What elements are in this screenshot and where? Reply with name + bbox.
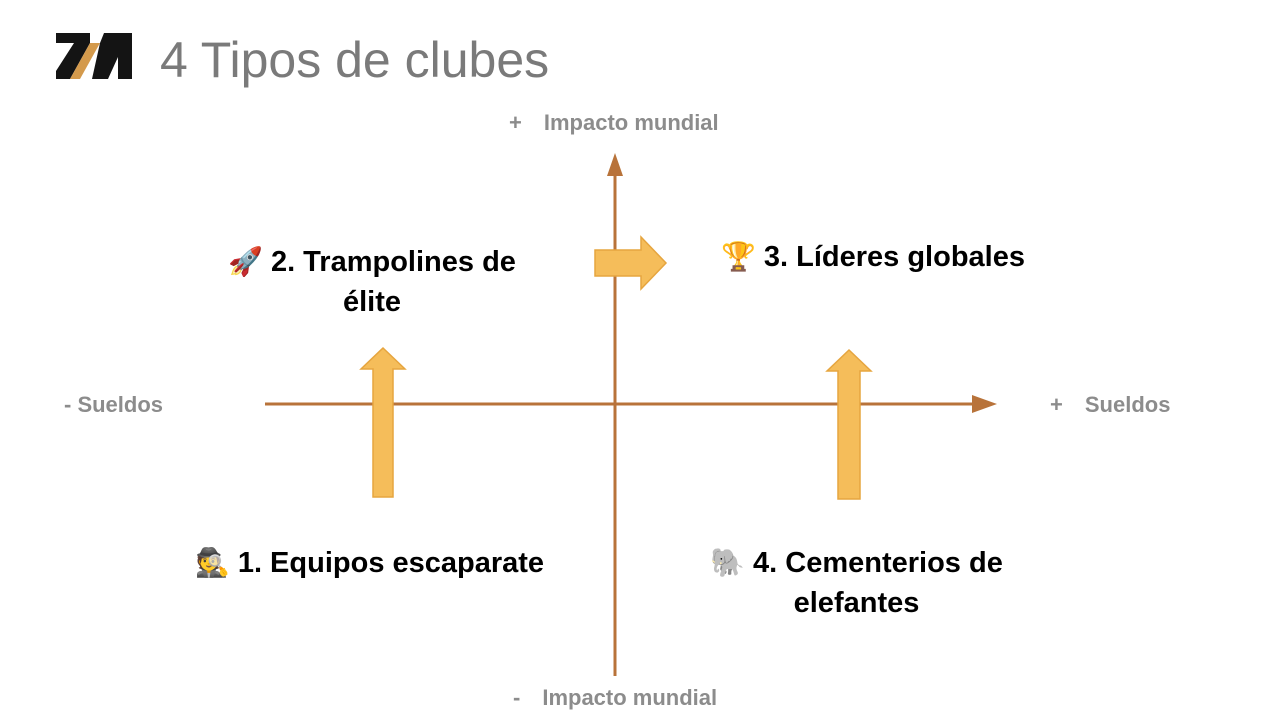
axis-sign-right: + — [1050, 392, 1063, 417]
axis-text-bottom: Impacto mundial — [542, 685, 718, 710]
axis-label-right: + Sueldos — [1050, 392, 1170, 418]
axis-label-top: + Impacto mundial — [509, 110, 719, 136]
axis-sign-top: + — [509, 110, 522, 135]
elephant-icon: 🐘 — [710, 547, 746, 578]
quadrant-lideres: 🏆3. Líderes globales — [718, 237, 1028, 277]
quadrant-trampolines: 🚀2. Trampolines de élite — [222, 242, 522, 322]
page-title: 4 Tipos de clubes — [160, 32, 550, 88]
axis-label-bottom: -Impacto mundial — [513, 685, 717, 711]
quadrant-escaparate: 🕵1. Equipos escaparate — [192, 543, 547, 583]
up-arrow-left — [359, 346, 407, 498]
brand-logo — [56, 33, 132, 79]
vertical-axis-arrowhead — [607, 153, 623, 176]
axis-text-right: Sueldos — [1084, 392, 1171, 417]
axis-text-top: Impacto mundial — [543, 110, 719, 135]
trophy-icon: 🏆 — [721, 241, 756, 272]
axis-label-left: - Sueldos — [64, 392, 164, 417]
axis-sign-bottom: - — [513, 685, 521, 710]
up-arrow-right — [825, 348, 873, 500]
quadrant-cementerios: 🐘4. Cementerios de elefantes — [704, 543, 1009, 623]
right-arrow — [594, 235, 668, 291]
rocket-icon: 🚀 — [228, 246, 263, 277]
detective-icon: 🕵 — [194, 547, 230, 578]
horizontal-axis-arrowhead — [972, 395, 997, 413]
